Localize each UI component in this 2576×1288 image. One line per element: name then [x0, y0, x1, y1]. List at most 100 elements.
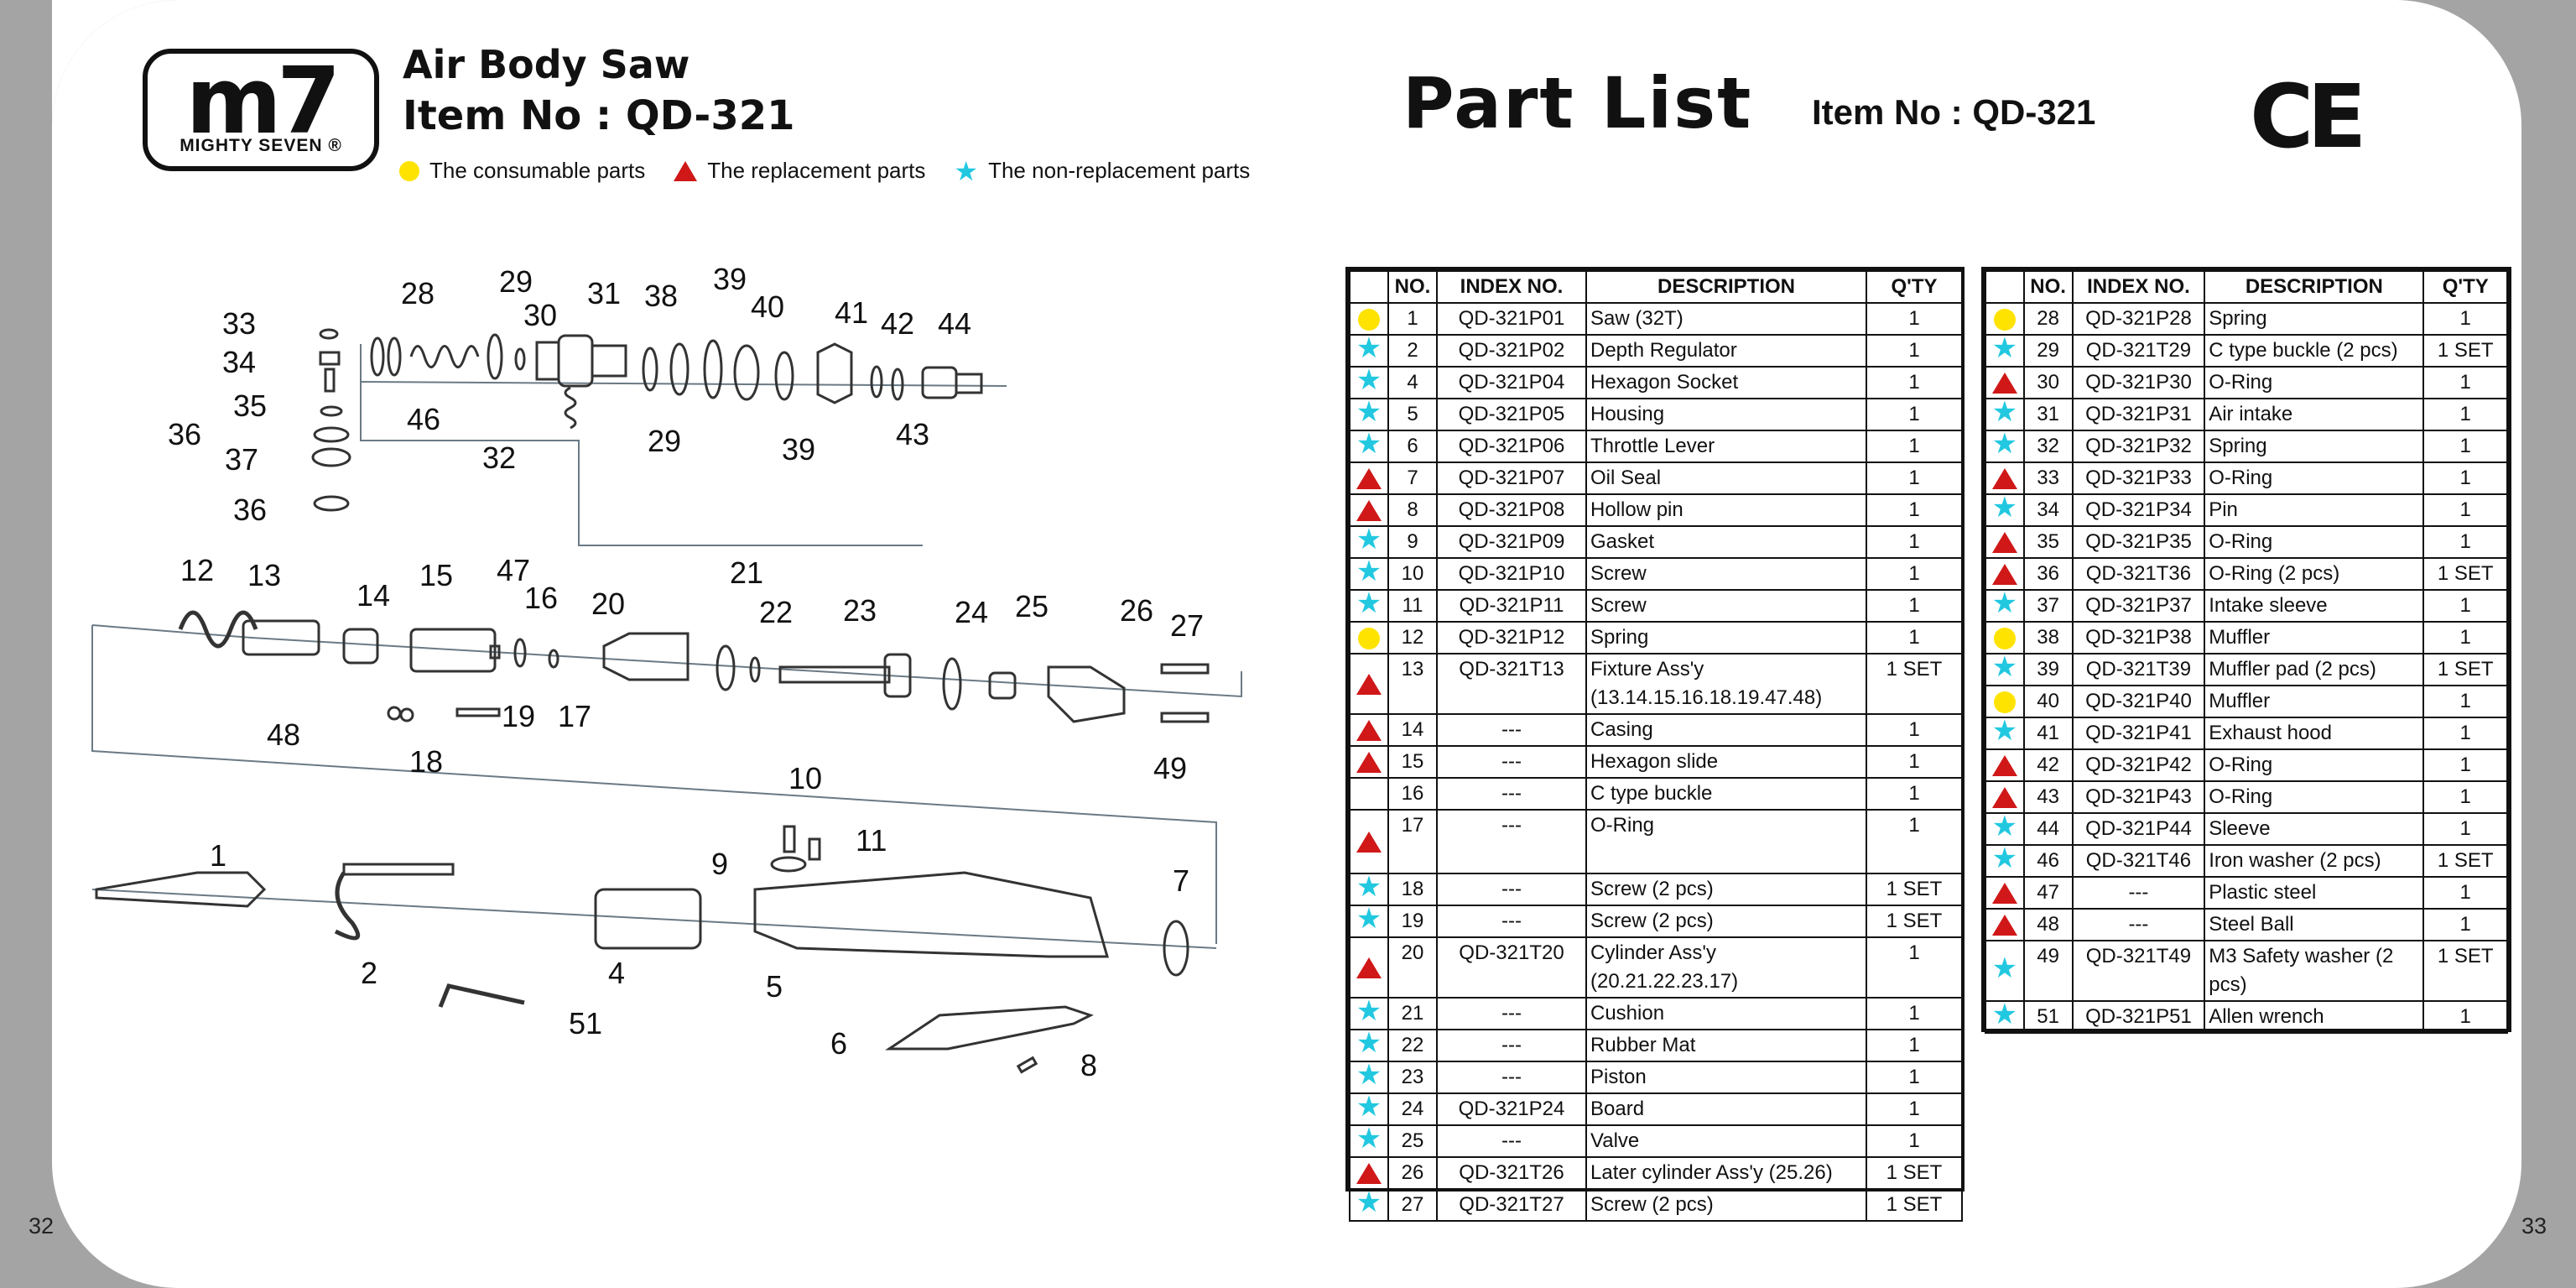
star-icon: ★: [1991, 494, 2018, 524]
quantity: 1: [1866, 713, 1963, 747]
part-label: 12: [180, 553, 214, 587]
replacement-icon: [1991, 883, 2017, 905]
part-label: 32: [482, 441, 516, 475]
page-number-left: 32: [29, 1213, 55, 1238]
part-label: 21: [730, 555, 763, 590]
part-no: 32: [2022, 430, 2074, 463]
symbol-cell: ★: [1985, 493, 2025, 527]
part-no: 40: [2022, 685, 2074, 718]
star-icon: ★: [1356, 558, 1382, 587]
part-no: 20: [1387, 936, 1438, 999]
description: Allen wrench: [2204, 1000, 2425, 1034]
part-no: 23: [1387, 1061, 1438, 1094]
part-label: 40: [751, 289, 784, 324]
symbol-cell: ★: [1349, 589, 1389, 623]
symbol-cell: ★: [1985, 812, 2025, 846]
description: O-Ring: [2204, 780, 2425, 814]
quantity: 1 SET: [2422, 557, 2508, 591]
symbol-cell: ★: [1985, 940, 2025, 1002]
part-no: 18: [1387, 873, 1438, 906]
quantity: 1: [1866, 430, 1963, 463]
quantity: 1 SET: [2422, 844, 2508, 878]
description: Rubber Mat: [1585, 1029, 1867, 1062]
part-no: 46: [2022, 844, 2074, 878]
index-no: ---: [1436, 1124, 1587, 1158]
description: Plastic steel: [2204, 876, 2425, 910]
symbol-cell: [1349, 621, 1389, 654]
part-list-item-no: Item No : QD-321: [1812, 92, 2096, 132]
consumable-icon: [1993, 308, 2016, 331]
symbol-cell: ★: [1349, 1124, 1389, 1158]
replacement-icon: [1991, 373, 2017, 394]
description: Spring: [2204, 302, 2425, 336]
star-icon: ★: [1356, 1061, 1382, 1091]
index-no: QD-321P34: [2071, 493, 2206, 527]
table-row: ★19---Screw (2 pcs)1 SET: [1349, 905, 1963, 938]
symbol-cell: [1985, 302, 2025, 336]
index-no: QD-321P41: [2071, 717, 2206, 750]
index-no: QD-321P35: [2071, 525, 2206, 559]
quantity: 1 SET: [1866, 653, 1963, 715]
quantity: 1: [1866, 1029, 1963, 1062]
symbol-cell: ★: [1985, 717, 2025, 750]
description: Fixture Ass'y (13.14.15.16.18.19.47.48): [1585, 653, 1867, 715]
part-no: 51: [2022, 1000, 2074, 1034]
replacement-icon: [1356, 832, 1382, 853]
index-no: QD-321P33: [2071, 461, 2206, 495]
part-no: 25: [1387, 1124, 1438, 1158]
quantity: 1: [2422, 366, 2508, 399]
description: Hollow pin: [1585, 493, 1867, 527]
symbol-cell: [1349, 653, 1389, 715]
description: Throttle Lever: [1585, 430, 1867, 463]
description: Oil Seal: [1585, 461, 1867, 495]
product-item-no: Item No : QD-321: [403, 92, 795, 139]
index-no: ---: [1436, 713, 1587, 747]
part-label: 9: [711, 847, 728, 881]
consumable-icon: [1358, 627, 1380, 649]
replacement-icon: [1356, 1163, 1382, 1185]
star-icon: ★: [1991, 717, 2018, 747]
star-icon: ★: [1356, 399, 1382, 428]
description: Screw: [1585, 589, 1867, 623]
description: O-Ring: [2204, 366, 2425, 399]
part-no: 37: [2022, 589, 2074, 623]
symbol-cell: ★: [1985, 334, 2025, 368]
part-label: 20: [591, 587, 625, 621]
star-icon: ★: [1991, 654, 2018, 683]
symbol-cell: ★: [1985, 398, 2025, 431]
replacement-icon: [674, 160, 698, 181]
description: Screw: [1585, 557, 1867, 591]
description: Cushion: [1585, 997, 1867, 1030]
quantity: 1: [2422, 780, 2508, 814]
star-icon: ★: [1356, 873, 1382, 903]
index-no: QD-321P42: [2071, 748, 2206, 782]
index-no: QD-321P09: [1436, 525, 1587, 559]
symbol-cell: [1349, 745, 1389, 779]
legend-replacement: The replacement parts: [707, 158, 926, 183]
symbol-cell: ★: [1349, 1061, 1389, 1094]
quantity: 1: [1866, 493, 1963, 527]
description: Screw (2 pcs): [1585, 905, 1867, 938]
quantity: 1: [1866, 1061, 1963, 1094]
description: Board: [1585, 1092, 1867, 1126]
index-no: ---: [2071, 908, 2206, 941]
part-no: 41: [2022, 717, 2074, 750]
star-icon: ★: [1356, 998, 1382, 1027]
part-no: 21: [1387, 997, 1438, 1030]
part-label: 19: [502, 699, 535, 733]
description: Housing: [1585, 398, 1867, 431]
star-icon: ★: [1991, 399, 2018, 428]
part-label: 36: [168, 417, 201, 451]
part-label: 42: [881, 306, 914, 341]
symbol-cell: ★: [1349, 430, 1389, 463]
